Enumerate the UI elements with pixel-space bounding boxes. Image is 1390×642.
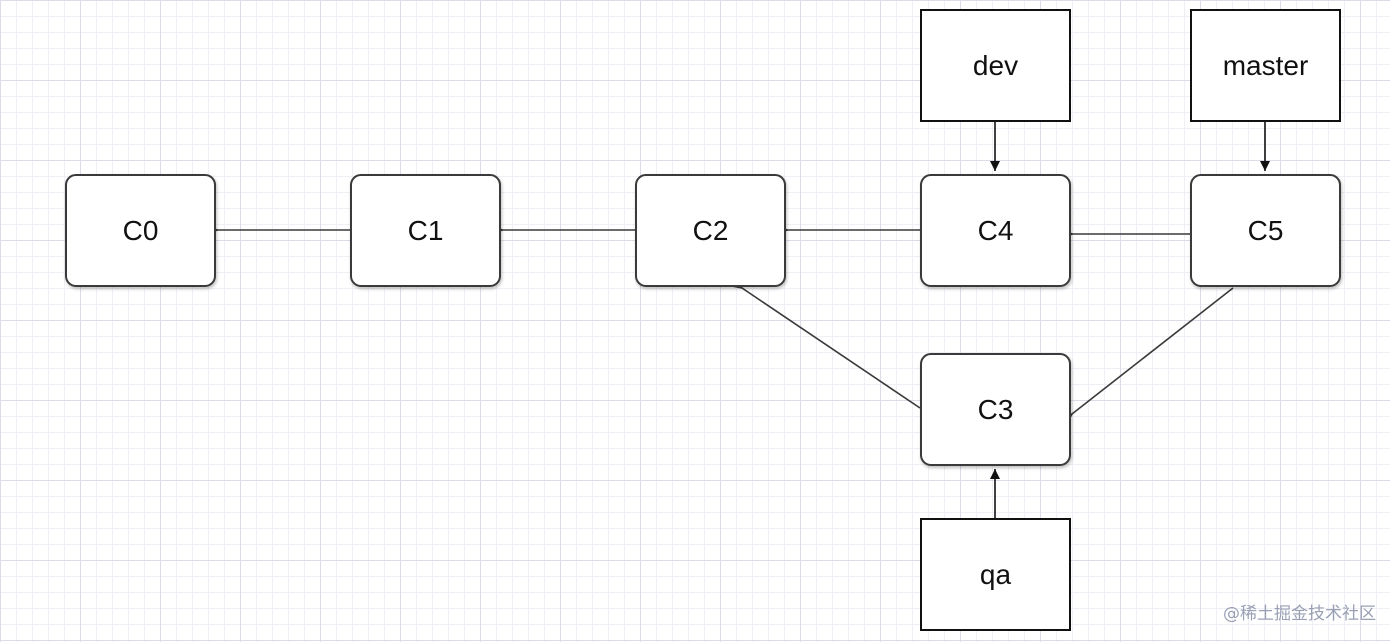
commit-node-c1[interactable]: C1 <box>350 174 501 287</box>
watermark-text: @稀土掘金技术社区 <box>1223 604 1376 624</box>
edge-c3-c2 <box>742 288 921 409</box>
branch-node-master[interactable]: master <box>1190 9 1341 122</box>
edge-c5-c3 <box>1072 287 1234 414</box>
commit-node-c3[interactable]: C3 <box>920 353 1071 466</box>
commit-node-c2[interactable]: C2 <box>635 174 786 287</box>
branch-node-qa[interactable]: qa <box>920 518 1071 631</box>
commit-node-c4[interactable]: C4 <box>920 174 1071 287</box>
commit-node-c0[interactable]: C0 <box>65 174 216 287</box>
commit-node-c5[interactable]: C5 <box>1190 174 1341 287</box>
branch-node-dev[interactable]: dev <box>920 9 1071 122</box>
